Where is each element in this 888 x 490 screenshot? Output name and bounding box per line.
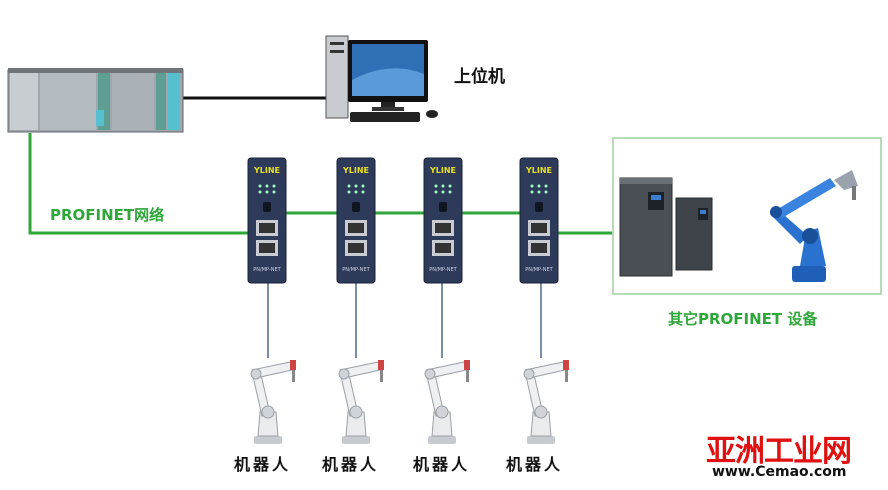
gateway-brand: YLINE [342,166,369,175]
gateway-brand: YLINE [253,166,280,175]
gateway-4: YLINE PN/MP-NET [519,157,559,284]
gateway-1: YLINE PN/MP-NET [247,157,287,284]
watermark-url: www.Cemao.com [712,464,847,480]
gateway-model: PN/MP-NET [525,267,553,273]
robot-label-2: 机器人 [322,455,380,474]
gateway-model: PN/MP-NET [253,267,281,273]
robot-label-4: 机器人 [506,455,564,474]
plc-icon [7,68,184,133]
gateway-2: YLINE PN/MP-NET [336,157,376,284]
industrial-robot-arm-icon [770,170,858,282]
computer-icon [325,35,438,122]
robot-label-3: 机器人 [413,455,471,474]
other-devices-label: 其它PROFINET 设备 [668,310,818,328]
robot-icon-1 [250,360,296,444]
profinet-network-label: PROFINET网络 [50,206,165,224]
gateway-brand: YLINE [525,166,552,175]
gateway-model: PN/MP-NET [429,267,457,273]
gateway-3: YLINE PN/MP-NET [423,157,463,284]
gateway-brand: YLINE [429,166,456,175]
robot-icon-2 [338,360,384,444]
robot-icon-4 [523,360,569,444]
robot-icon-3 [424,360,470,444]
watermark-name: 亚洲工业网 [706,434,852,469]
profinet-line [28,133,250,235]
host-pc-label: 上位机 [454,67,505,87]
inverter-icon [619,177,713,277]
robot-label-1: 机器人 [234,455,292,474]
gateway-model: PN/MP-NET [342,267,370,273]
